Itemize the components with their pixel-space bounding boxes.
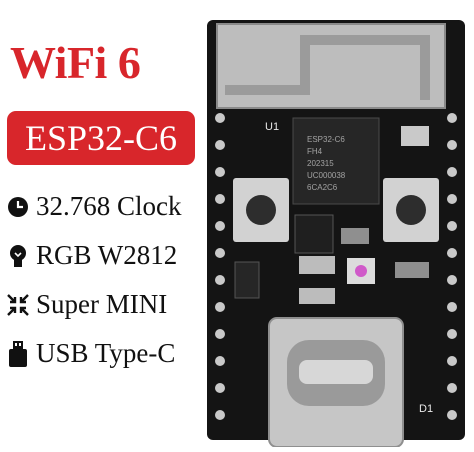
feature-clock: 32.768 Clock: [6, 193, 182, 220]
svg-text:FH4: FH4: [307, 147, 323, 156]
right-header-pads: [447, 113, 457, 420]
feature-label: 32.768 Clock: [36, 191, 182, 221]
usb-plug-icon: [6, 340, 30, 367]
esp32-c6-chip: [292, 117, 380, 205]
feature-usb: USB Type-C: [6, 340, 175, 367]
chip-badge: ESP32-C6: [7, 111, 195, 165]
esp32-c6-board-photo: U1 D1 ESP32-C6 FH4 202315 UC000038 6CA2C…: [195, 0, 474, 448]
svg-text:ESP32-C6: ESP32-C6: [307, 135, 345, 144]
feature-label: Super MINI: [36, 289, 168, 319]
svg-text:202315: 202315: [307, 159, 334, 168]
silkscreen-u1: U1: [265, 121, 279, 133]
shrink-arrows-icon: [6, 293, 30, 317]
pcb-illustration: U1 D1 ESP32-C6 FH4 202315 UC000038 6CA2C…: [207, 20, 465, 448]
feature-rgb: RGB W2812: [6, 242, 177, 269]
feature-label: RGB W2812: [36, 240, 178, 270]
feature-panel: WiFi 6 ESP32-C6 32.768 Clock RGB W2812 S…: [0, 0, 210, 447]
bulb-icon: [6, 244, 30, 268]
product-title: WiFi 6: [10, 37, 141, 88]
left-header-pads: [215, 113, 225, 420]
feature-label: USB Type-C: [36, 338, 176, 368]
feature-mini: Super MINI: [6, 291, 167, 318]
silkscreen-d1: D1: [419, 403, 433, 415]
svg-text:UC000038: UC000038: [307, 171, 346, 180]
clock-icon: [6, 195, 30, 219]
svg-text:6CA2C6: 6CA2C6: [307, 183, 338, 192]
